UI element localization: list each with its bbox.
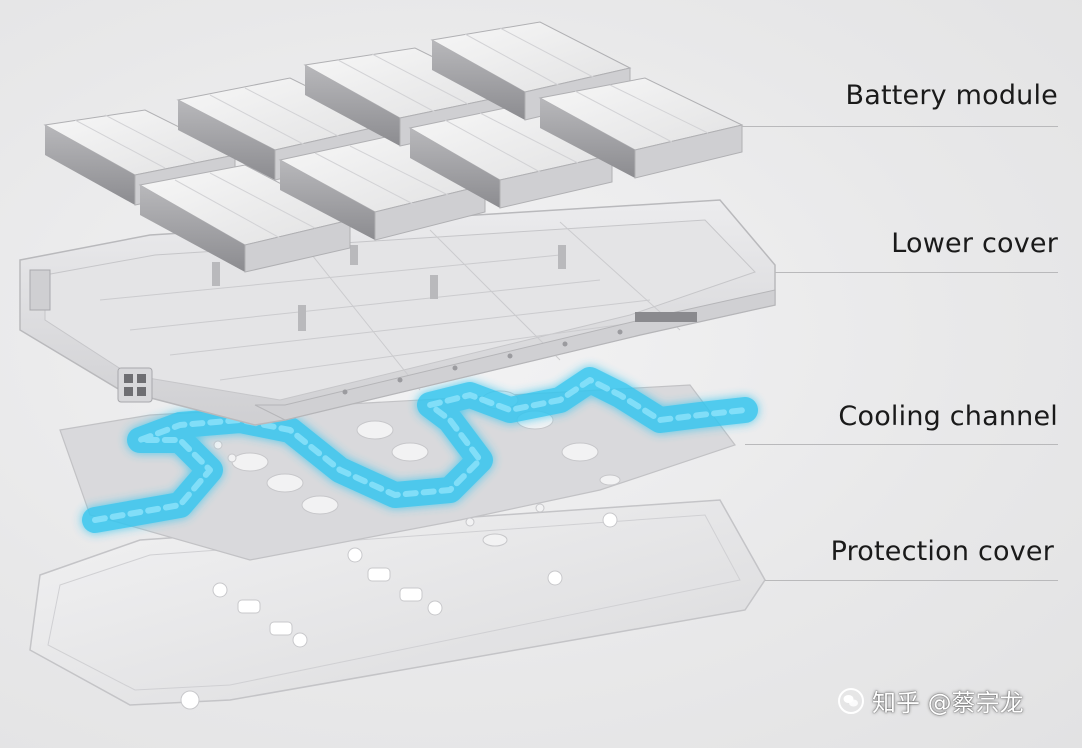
lower-cover-tray [19,199,776,426]
battery-module-leader-line [742,126,1058,127]
battery-module-block [538,77,744,179]
lower-cover-label: Lower cover [891,228,1058,259]
cooling-channel-plate [59,367,758,561]
protection-cover-leader-line [765,580,1058,581]
battery-module-label: Battery module [845,80,1058,111]
cooling-channel-label: Cooling channel [838,401,1058,432]
protection-cover-label: Protection cover [830,536,1054,567]
battery-modules [43,21,744,273]
protection-cover-plate [29,499,766,710]
battery-module-block [138,164,352,273]
lower-cover-leader-line [775,272,1058,273]
battery-module-block [408,104,614,209]
watermark-text: 知乎 @蔡宗龙 [872,689,1024,717]
watermark: 知乎 @蔡宗龙 [838,683,1024,718]
cooling-channel-leader-line [745,444,1058,445]
battery-module-block [278,134,487,241]
wechat-logo-icon [838,687,864,714]
